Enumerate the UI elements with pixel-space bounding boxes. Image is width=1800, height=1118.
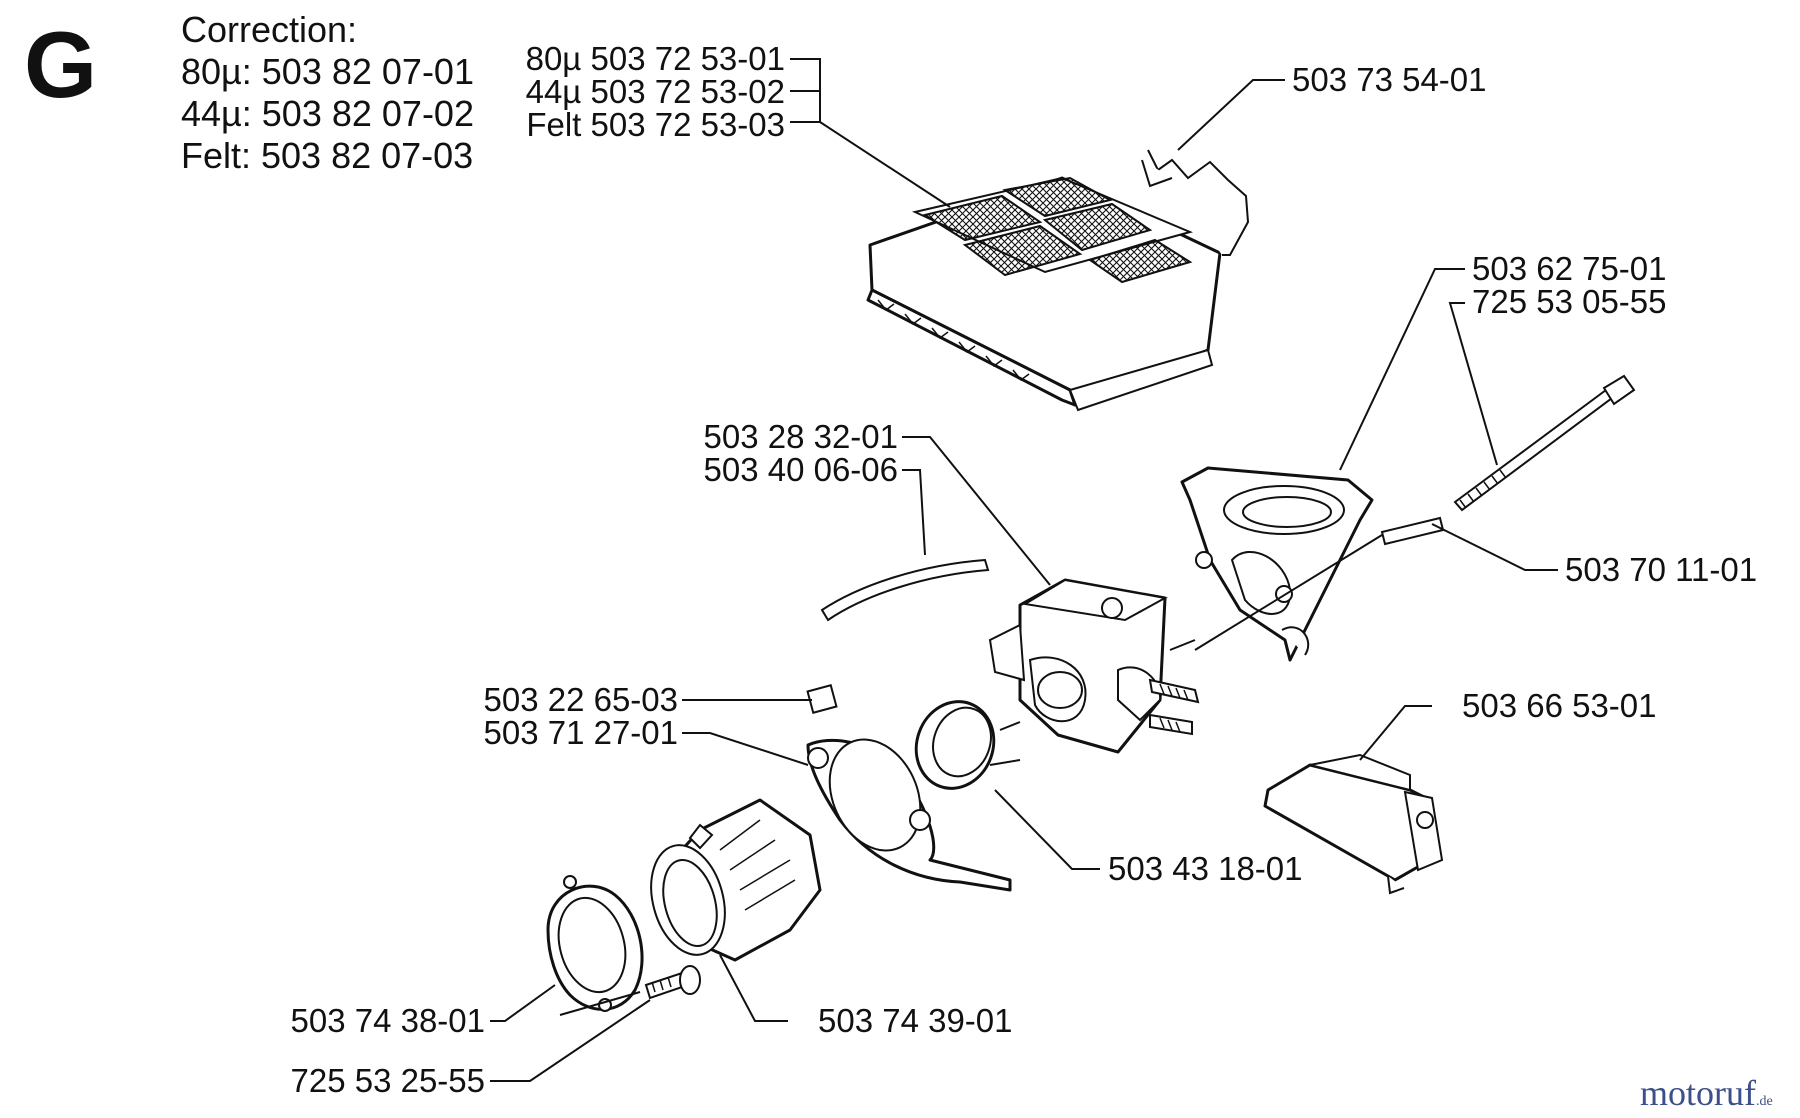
label-cover: 503 66 53-01 — [1462, 687, 1657, 724]
holder-drawing — [1180, 466, 1374, 662]
label-intake: 503 74 39-01 — [818, 1002, 1013, 1039]
correction-line-80: 80µ: 503 82 07-01 — [181, 51, 474, 92]
watermark-logo: motoruf.de — [1640, 1072, 1773, 1114]
correction-line-felt: Felt: 503 82 07-03 — [181, 135, 474, 176]
label-filter-44: 44µ 503 72 53-02 — [526, 73, 785, 110]
label-holder: 503 62 75-01 — [1472, 250, 1667, 287]
leader-lines — [490, 58, 1558, 1082]
correction-line-44: 44µ: 503 82 07-02 — [181, 93, 474, 134]
label-ring: 503 43 18-01 — [1108, 850, 1303, 887]
label-fuel-hose: 503 40 06-06 — [703, 451, 898, 488]
label-flange: 503 74 38-01 — [290, 1002, 485, 1039]
carburetor-drawing — [820, 558, 1200, 754]
label-clamp: 503 71 27-01 — [483, 714, 678, 751]
label-clip: 503 73 54-01 — [1292, 61, 1487, 98]
label-bolt: 725 53 05-55 — [1472, 283, 1667, 320]
cover-drawing — [1263, 753, 1444, 895]
label-filter-80: 80µ 503 72 53-01 — [526, 40, 785, 77]
section-letter: G — [24, 12, 98, 117]
label-sleeve: 503 70 11-01 — [1565, 551, 1757, 588]
correction-title: Correction: — [181, 9, 358, 50]
watermark-main: motoruf — [1640, 1073, 1756, 1113]
bolt-and-sleeve-drawing — [1194, 374, 1636, 651]
watermark-suffix: .de — [1755, 1094, 1773, 1109]
intake-drawing — [650, 798, 822, 962]
air-filter-drawing — [866, 149, 1250, 412]
ring-drawing — [914, 700, 1021, 790]
clamp-drawing — [806, 684, 1012, 892]
label-filter-felt: Felt 503 72 53-03 — [526, 106, 785, 143]
label-carburetor: 503 28 32-01 — [703, 418, 898, 455]
label-screw: 725 53 25-55 — [290, 1062, 485, 1099]
flange-drawing — [546, 875, 701, 1016]
part-labels: 80µ 503 72 53-01 44µ 503 72 53-02 Felt 5… — [290, 40, 1757, 1099]
label-grommet: 503 22 65-03 — [483, 681, 678, 718]
